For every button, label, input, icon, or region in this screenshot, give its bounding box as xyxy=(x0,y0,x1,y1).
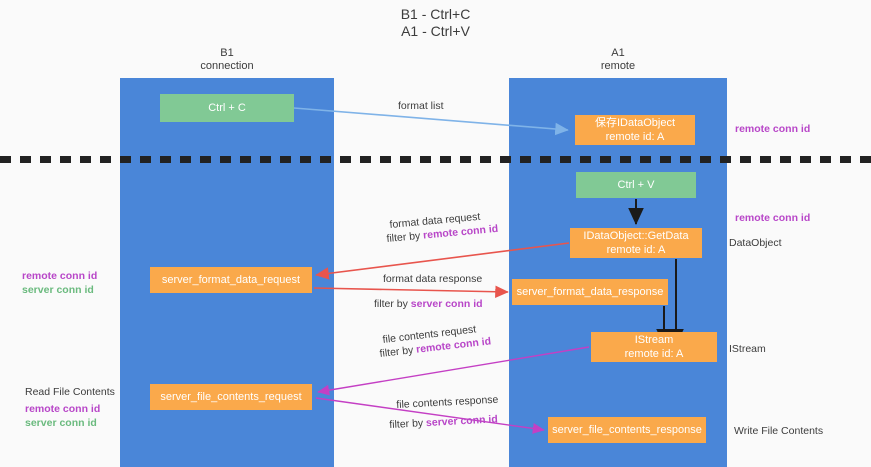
node-getdata-line2: remote id: A xyxy=(606,244,666,256)
annotation-left-server-conn-id-2: server conn id xyxy=(25,417,97,429)
node-istream-line2: remote id: A xyxy=(624,348,684,360)
node-ctrl-v[interactable]: Ctrl + V xyxy=(576,172,696,198)
edge-label-format-data-response: format data response xyxy=(383,273,482,286)
edge-label-file-contents-response-filter: filter by server conn id xyxy=(389,413,498,432)
edge-label-format-data-response-filter: filter by server conn id xyxy=(374,298,483,311)
node-ctrl-c[interactable]: Ctrl + C xyxy=(160,94,294,122)
node-server-file-contents-response[interactable]: server_file_contents_response xyxy=(548,417,706,443)
node-save-idataobject-line2: remote id: A xyxy=(605,131,665,143)
arrow-format-data-response xyxy=(313,285,509,298)
filter-prefix: filter by xyxy=(374,298,411,310)
annotation-right-istream: IStream xyxy=(729,343,766,355)
lane-a1-name: A1 xyxy=(611,47,625,59)
node-save-idataobject-line1: 保存IDataObject xyxy=(594,117,676,129)
node-server-file-contents-request-label: server_file_contents_request xyxy=(160,391,302,403)
filter-prefix: filter by xyxy=(379,343,417,360)
annotation-left-remote-conn-id-2: remote conn id xyxy=(25,403,101,415)
node-server-format-data-request[interactable]: server_format_data_request xyxy=(150,267,312,293)
lane-b1-sub: connection xyxy=(200,60,254,72)
annotation-right-remote-conn-id-1: remote conn id xyxy=(735,123,811,135)
node-server-format-data-request-label: server_format_data_request xyxy=(161,274,301,286)
annotation-right-dataobject: DataObject xyxy=(729,237,782,249)
title-line-1: B1 - Ctrl+C xyxy=(400,6,471,22)
node-ctrl-c-label: Ctrl + C xyxy=(208,102,246,114)
filter-prefix: filter by xyxy=(389,417,427,431)
node-istream[interactable]: IStream remote id: A xyxy=(591,332,717,362)
node-istream-line1: IStream xyxy=(634,334,674,346)
node-server-file-contents-response-label: server_file_contents_response xyxy=(552,424,702,436)
annotation-left-remote-conn-id-1: remote conn id xyxy=(22,270,98,282)
node-getdata-line1: IDataObject::GetData xyxy=(583,230,689,242)
node-server-format-data-response-label: server_format_data_response xyxy=(516,286,664,298)
edge-label-format-list: format list xyxy=(398,100,444,113)
lane-b1-name: B1 xyxy=(220,47,234,59)
annotation-right-remote-conn-id-2: remote conn id xyxy=(735,212,811,224)
edge-label-format-data-response-text: format data response xyxy=(383,273,483,285)
node-ctrl-v-label: Ctrl + V xyxy=(617,179,655,191)
annotation-left-server-conn-id-1: server conn id xyxy=(22,284,94,296)
lane-a1-sub: remote xyxy=(600,60,636,72)
title-line-2: A1 - Ctrl+V xyxy=(401,23,470,39)
filter-key-server-conn-id: server conn id xyxy=(425,413,499,430)
edge-label-file-contents-response-text: file contents response xyxy=(396,393,499,411)
filter-prefix: filter by xyxy=(386,229,424,245)
filter-key-server-conn-id: server conn id xyxy=(410,298,483,310)
node-save-idataobject[interactable]: 保存IDataObject remote id: A xyxy=(575,115,695,145)
edge-label-file-contents-response: file contents response xyxy=(396,394,499,412)
edge-label-format-list-text: format list xyxy=(398,100,444,112)
node-server-format-data-response[interactable]: server_format_data_response xyxy=(512,279,668,305)
annotation-left-read-file-contents: Read File Contents xyxy=(25,386,115,398)
node-server-file-contents-request[interactable]: server_file_contents_request xyxy=(150,384,312,410)
annotation-right-write-file-contents: Write File Contents xyxy=(734,425,824,437)
phase-separator-dashed-line xyxy=(0,156,871,163)
